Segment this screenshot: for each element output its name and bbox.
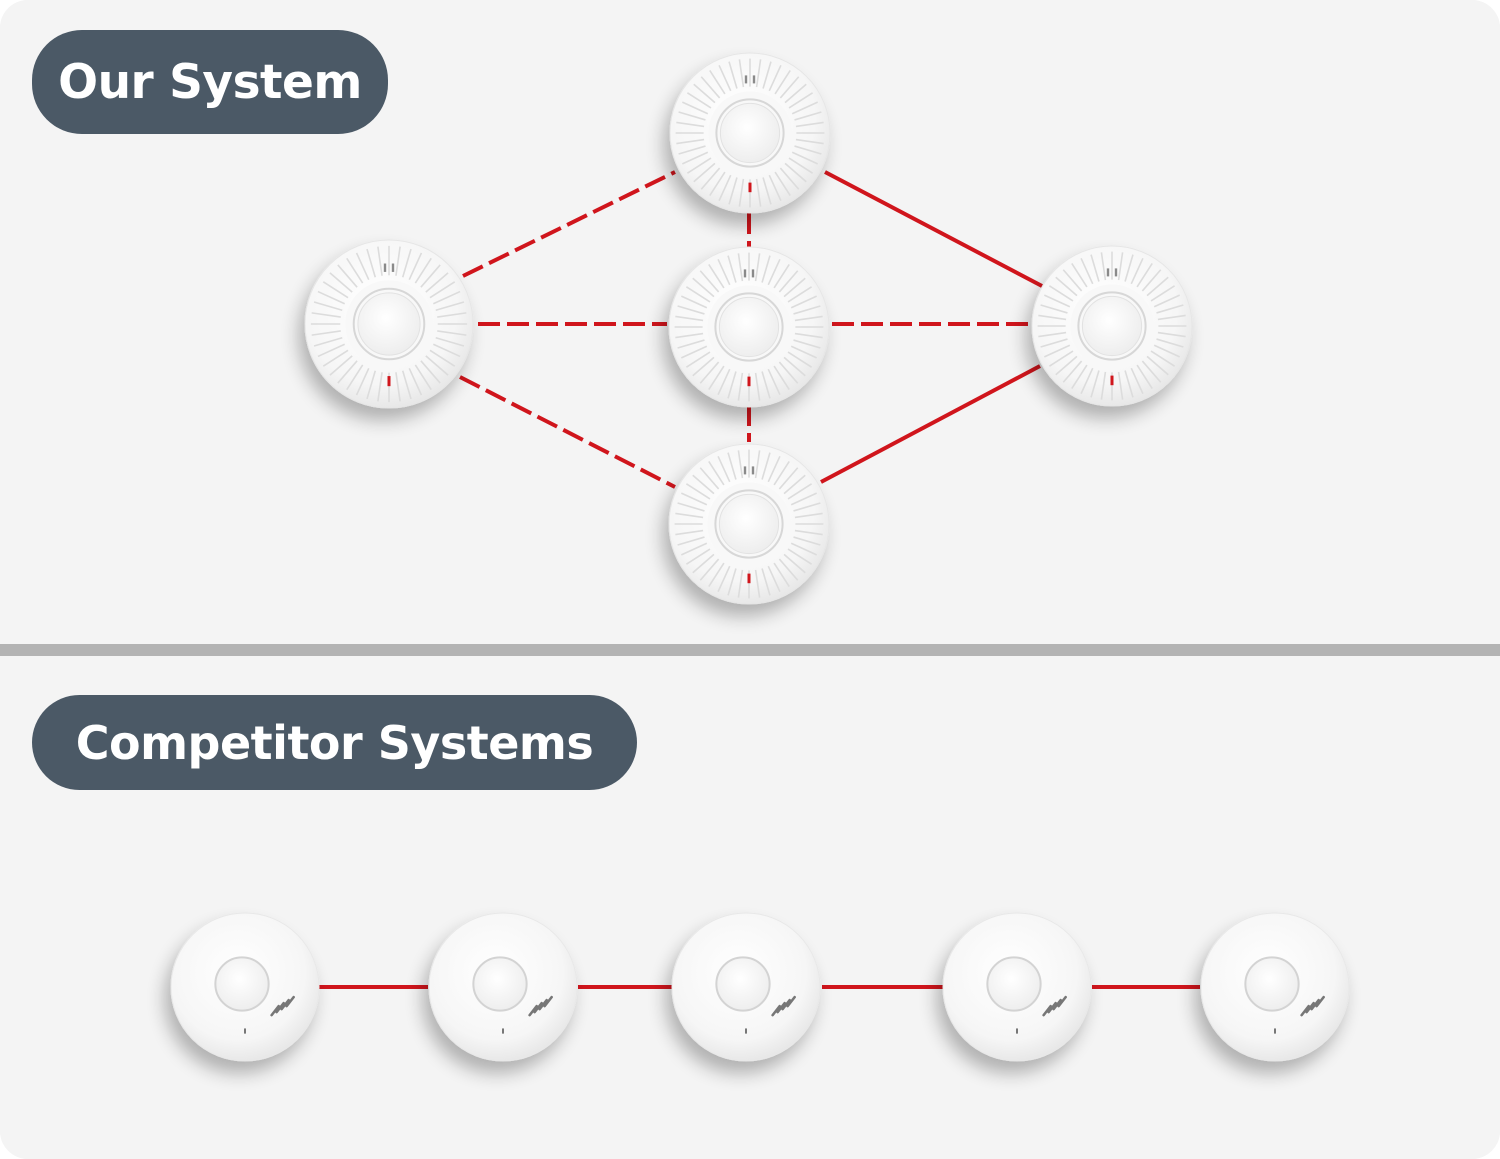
smoke-detector-icon-left (304, 239, 474, 409)
smoke-detector-icon-chain-1 (170, 912, 320, 1062)
smoke-detector-icon-chain-2 (428, 912, 578, 1062)
section-divider (0, 644, 1500, 656)
our-system-label: Our System (58, 54, 362, 110)
mesh-detectors (304, 52, 1193, 605)
our-system-badge: Our System (32, 30, 388, 134)
smoke-detector-icon-top (669, 52, 831, 214)
smoke-detector-icon-right (1031, 245, 1193, 407)
smoke-detector-icon-chain-5 (1200, 912, 1350, 1062)
competitor-systems-badge: Competitor Systems (32, 695, 637, 790)
mesh-links (459, 170, 1043, 489)
mesh-link-left-bottom (459, 375, 676, 489)
smoke-detector-icon-chain-4 (942, 912, 1092, 1062)
competitor-systems-label: Competitor Systems (75, 715, 594, 770)
chain-detectors (170, 912, 1350, 1062)
smoke-detector-icon-bottom (668, 443, 830, 605)
smoke-detector-icon-center (668, 246, 830, 408)
mesh-link-top-right (824, 170, 1043, 288)
mesh-link-left-top (462, 170, 676, 278)
mesh-link-bottom-right (820, 364, 1041, 484)
smoke-detector-icon-chain-3 (671, 912, 821, 1062)
